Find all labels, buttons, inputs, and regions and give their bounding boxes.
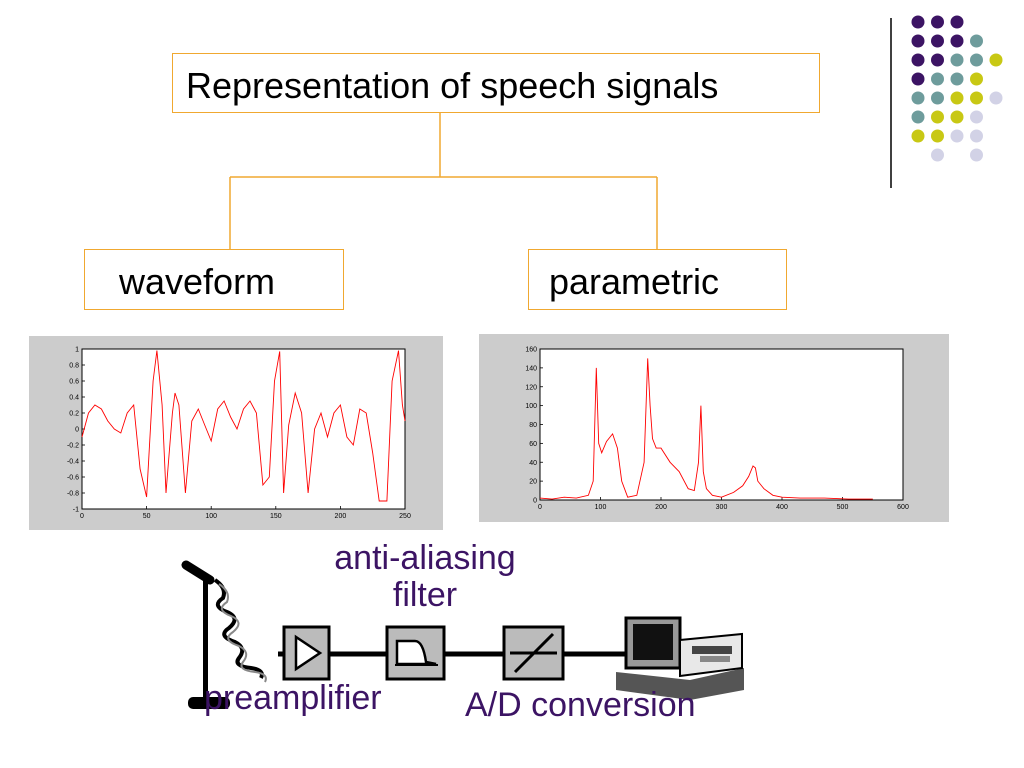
computer-icon bbox=[616, 616, 744, 700]
y-tick-label: 0.8 bbox=[69, 363, 79, 370]
root-box: Representation of speech signals bbox=[172, 53, 820, 113]
root-label: Representation of speech signals bbox=[186, 65, 719, 106]
deco-dot bbox=[931, 148, 944, 162]
x-tick-label: 200 bbox=[655, 504, 667, 511]
y-tick-label: 80 bbox=[529, 422, 537, 429]
anti-aliasing-line1: anti-aliasing bbox=[334, 539, 516, 577]
series-line bbox=[539, 358, 873, 500]
decorative-dots bbox=[890, 15, 1003, 188]
y-tick-label: 0.2 bbox=[69, 411, 79, 418]
y-tick-label: 1 bbox=[75, 347, 79, 354]
deco-dot bbox=[950, 129, 964, 143]
deco-dot bbox=[931, 72, 944, 86]
parametric-box: parametric bbox=[528, 249, 787, 310]
x-tick-label: 0 bbox=[80, 513, 84, 520]
waveform-box: waveform bbox=[84, 249, 344, 310]
x-tick-label: 250 bbox=[399, 513, 411, 520]
deco-dot bbox=[950, 53, 964, 67]
amplifier-icon bbox=[282, 625, 331, 681]
deco-dot bbox=[931, 110, 944, 124]
deco-dot bbox=[911, 91, 925, 105]
deco-dot bbox=[989, 91, 1003, 105]
y-tick-label: 0 bbox=[533, 498, 537, 505]
waveform-plot-panel: 0 50 100 150 200 250 1 0.8 0.6 0.4 0.2 0 -0.2 -0.4 -0.… bbox=[29, 336, 443, 530]
x-tick-label: 400 bbox=[776, 504, 788, 511]
waveform-chart: 0 50 100 150 200 250 1 0.8 0.6 0.4 0.2 0 -0.2 -0.4 -0.… bbox=[67, 347, 411, 521]
ad-conversion-caption: A/D conversion bbox=[465, 686, 696, 724]
waveform-label: waveform bbox=[119, 261, 276, 302]
deco-dot bbox=[911, 34, 925, 48]
deco-dot bbox=[970, 110, 983, 124]
ad-converter-icon bbox=[502, 625, 565, 681]
deco-dot bbox=[931, 53, 944, 67]
y-tick-label: 140 bbox=[525, 365, 537, 372]
deco-dot bbox=[950, 91, 964, 105]
y-tick-label: 0.6 bbox=[69, 379, 79, 386]
y-tick-label: -0.4 bbox=[67, 459, 79, 466]
deco-dot bbox=[931, 129, 944, 143]
anti-aliasing-line2: filter bbox=[392, 576, 458, 615]
deco-dot bbox=[931, 91, 944, 105]
y-tick-label: -0.2 bbox=[67, 443, 79, 450]
deco-dot bbox=[970, 72, 983, 86]
x-tick-label: 200 bbox=[335, 513, 347, 520]
x-tick-label: 300 bbox=[716, 504, 728, 511]
anti-aliasing-caption: anti-aliasing filter bbox=[300, 539, 550, 615]
deco-dot bbox=[911, 72, 925, 86]
deco-dot bbox=[950, 34, 964, 48]
parametric-label: parametric bbox=[549, 261, 720, 302]
y-tick-label: 120 bbox=[525, 384, 537, 391]
deco-dot bbox=[970, 34, 983, 48]
x-tick-label: 500 bbox=[837, 504, 849, 511]
deco-dot bbox=[911, 53, 925, 67]
deco-dot bbox=[970, 129, 983, 143]
series-line bbox=[81, 350, 406, 502]
y-tick-label: 60 bbox=[529, 441, 537, 448]
y-tick-label: 100 bbox=[525, 403, 537, 410]
x-tick-label: 0 bbox=[538, 504, 542, 511]
preamplifier-caption: preamplifier bbox=[204, 679, 382, 717]
x-tick-label: 600 bbox=[897, 504, 909, 511]
x-tick-label: 50 bbox=[143, 513, 151, 520]
deco-dot bbox=[970, 91, 983, 105]
deco-dot bbox=[931, 15, 944, 29]
x-tick-label: 100 bbox=[595, 504, 607, 511]
deco-dot bbox=[970, 53, 983, 67]
y-tick-label: -0.8 bbox=[67, 491, 79, 498]
deco-dot bbox=[911, 110, 925, 124]
deco-dot bbox=[950, 72, 964, 86]
lowpass-filter-icon bbox=[385, 625, 446, 681]
y-tick-label: 20 bbox=[529, 479, 537, 486]
x-tick-label: 100 bbox=[205, 513, 217, 520]
plot-area bbox=[539, 348, 904, 501]
y-tick-label: -0.6 bbox=[67, 475, 79, 482]
deco-dot bbox=[950, 110, 964, 124]
microphone-icon bbox=[181, 560, 267, 709]
y-tick-label: 160 bbox=[525, 347, 537, 354]
y-tick-label: 40 bbox=[529, 460, 537, 467]
deco-dot bbox=[970, 148, 983, 162]
deco-dot bbox=[911, 129, 925, 143]
x-tick-label: 150 bbox=[270, 513, 282, 520]
y-tick-label: 0.4 bbox=[69, 395, 79, 402]
deco-dot bbox=[950, 15, 964, 29]
deco-dot bbox=[989, 53, 1003, 67]
y-tick-label: -1 bbox=[73, 507, 79, 514]
y-tick-label: 0 bbox=[75, 427, 79, 434]
deco-dot bbox=[911, 15, 925, 29]
deco-dot bbox=[931, 34, 944, 48]
